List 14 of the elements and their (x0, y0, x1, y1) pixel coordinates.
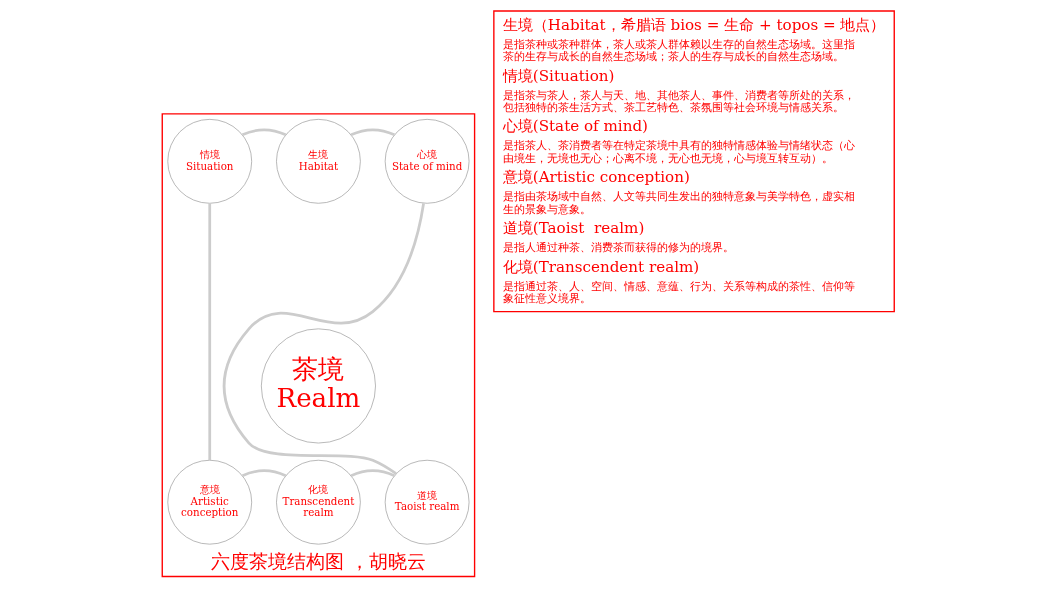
node-circle: 道境 Taoist realm (384, 459, 469, 545)
node-circle: 情境 Situation (166, 119, 252, 204)
connector (350, 469, 395, 477)
connector (241, 469, 286, 477)
connector (222, 203, 425, 475)
node-circle: 意境 Artistic conception (166, 459, 252, 545)
connector (350, 128, 395, 137)
node-circle: 化境 Transcendent realm (275, 459, 361, 545)
connector (241, 128, 286, 137)
node-circle: 生境 Habitat (275, 119, 361, 204)
node-circle: 茶境 Realm (260, 328, 376, 444)
connector (207, 203, 211, 460)
node-box: 生境（Habitat，希腊语 bios = 生命 + topos = 地点） 是指茶种或茶种群体，茶人或茶人群体赖以生存的自然生态场域。这里指茶的生存与成长的自然生态场域；茶人的生存与成长的自然生态场域。 情境(Situation) 是指茶与茶人，茶人与天、地、其他茶人、事件、消费者等所处的关系，包括独特的茶生活方式、茶工艺特色、茶氛围等社会环境与情感关系。 心境(State of mind) 是指茶人、茶消费者等在特定茶境中具有的独特情感体验与情绪状态（心由境生，无境也无心；心离不境，无心也无境，心与境互转互动）。 意境(Artistic conception) 是指由茶场域中自然、人文等共同生发出的独特意象与美学特色，虚实相生的景象与意象。 道境(Taoist realm) 是指人通过种茶、消费茶而获得的修为的境界。 化境(Transcendent realm) 是指通过茶、人、空间、情感、意蕴、行为、关系等构成的茶性、信仰等象征性意义境界。 (492, 10, 895, 313)
node-circle: 心境 State of mind (384, 119, 469, 204)
